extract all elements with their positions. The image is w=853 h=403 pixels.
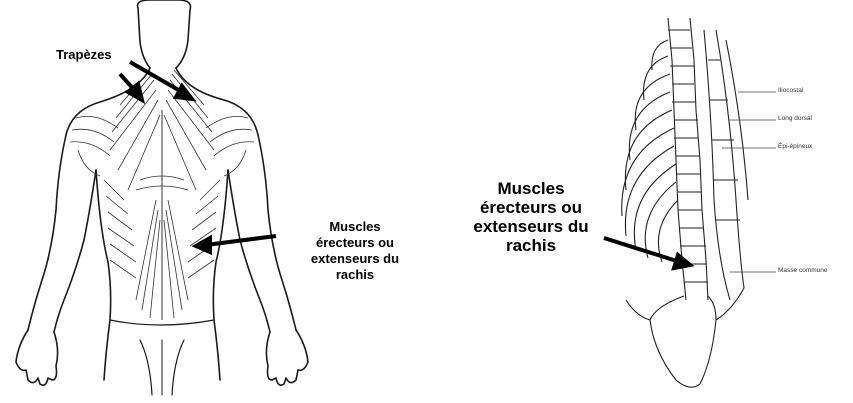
spine-illustration: [622, 18, 748, 387]
label-leader-lines: [722, 92, 776, 272]
head-outline: [138, 0, 191, 68]
left-muscles-line-3: extenseurs du: [302, 251, 408, 267]
right-muscles-line-2: érecteurs ou: [464, 198, 598, 217]
left-muscles-line-2: érecteurs ou: [302, 235, 408, 251]
epi-epineux-label: Épi-épineux: [778, 143, 812, 150]
torso-right-side: [213, 170, 228, 380]
right-arm-outline: [258, 135, 296, 330]
right-figure-arrow: [604, 238, 690, 268]
right-shoulder-outline: [176, 68, 258, 135]
right-muscles-label: Muscles érecteurs ou extenseurs du rachi…: [464, 179, 598, 255]
left-muscles-line-1: Muscles: [302, 219, 408, 235]
right-muscles-line-3: extenseurs du: [464, 217, 598, 236]
masse-commune-label: Masse commune: [778, 267, 828, 274]
right-hand-outline: [266, 330, 308, 385]
left-muscles-label: Muscles érecteurs ou extenseurs du rachi…: [302, 219, 408, 283]
long-dorsal-label: Long dorsal: [778, 115, 812, 122]
iliocostal-label: Iliocostal: [778, 87, 803, 94]
right-muscles-line-1: Muscles: [464, 179, 598, 198]
left-muscles-line-4: rachis: [302, 267, 408, 283]
left-hand-outline: [16, 330, 58, 385]
right-muscles-line-4: rachis: [464, 236, 598, 255]
trapezes-label: Trapèzes: [56, 47, 112, 63]
left-shoulder-outline: [66, 68, 150, 135]
torso-left-side: [96, 170, 111, 380]
left-arm-outline: [28, 135, 66, 330]
